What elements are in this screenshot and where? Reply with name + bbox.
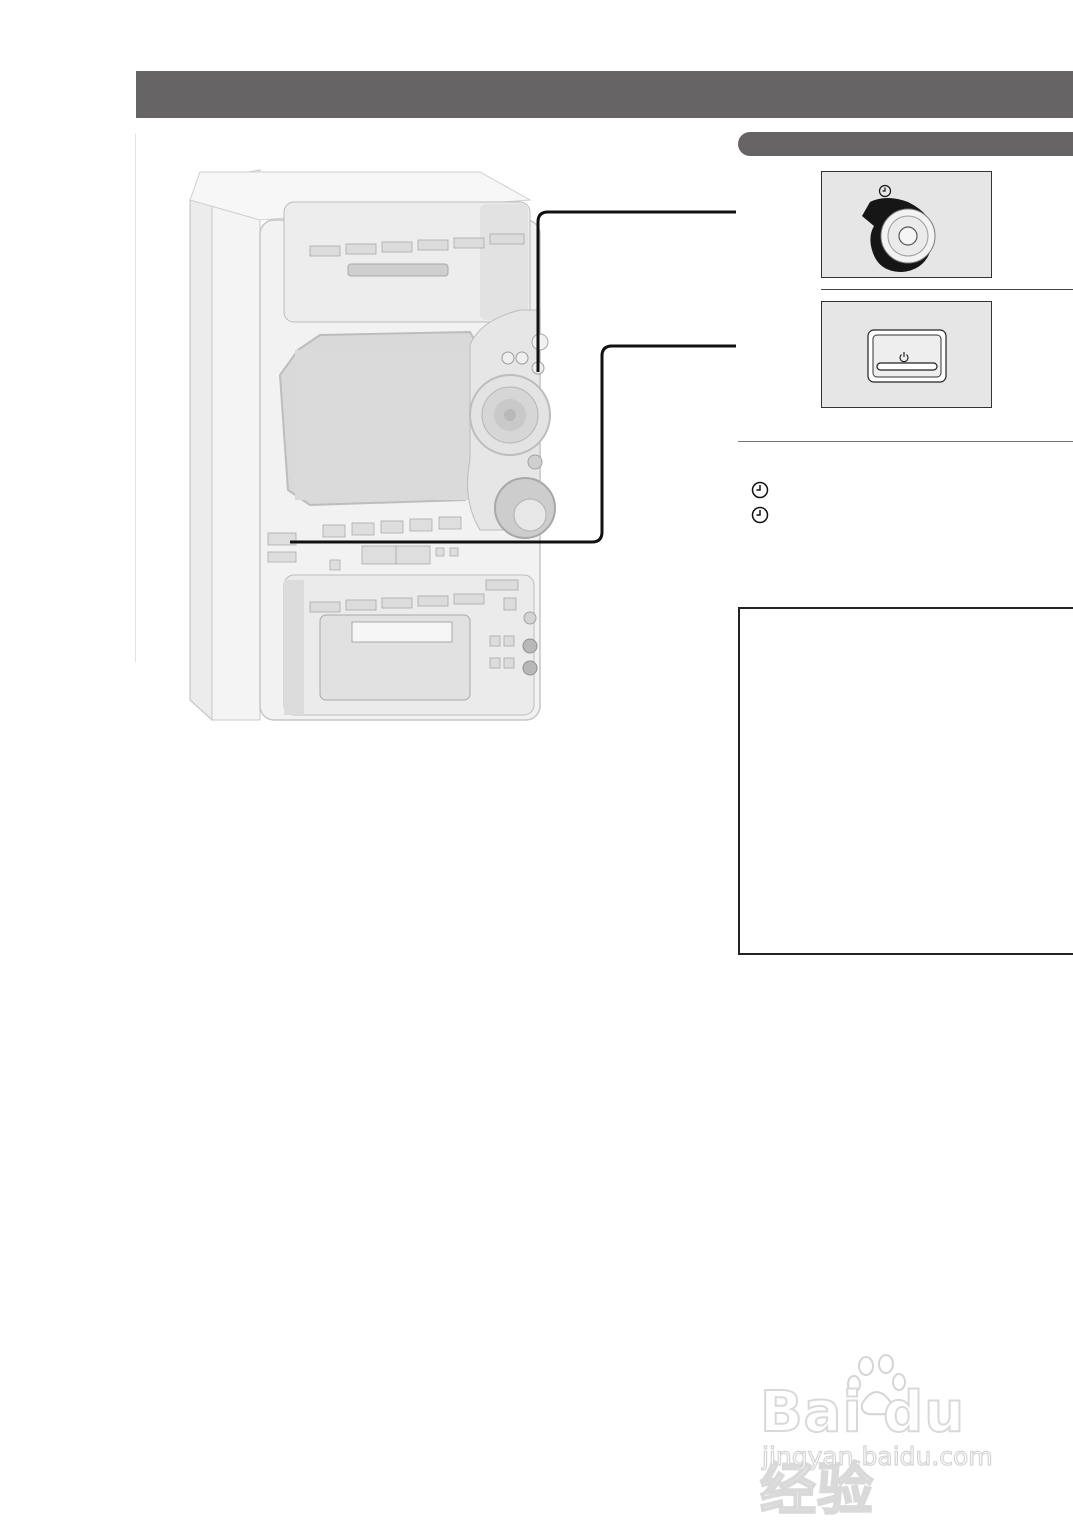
watermark-url: jingyan.baidu.com — [761, 1441, 993, 1471]
left-margin-rule — [135, 134, 136, 662]
note-box — [738, 607, 1073, 955]
timer-clock-icon — [878, 184, 892, 198]
list-divider — [738, 441, 1073, 442]
section-title-bar — [738, 132, 1073, 156]
knob-detail-panel — [821, 171, 992, 278]
watermark: Bai du 经验 jingyan.baidu.com — [759, 1352, 1020, 1524]
panel-divider — [821, 289, 1073, 290]
timer-clock-icon — [751, 506, 769, 524]
header-bar — [136, 71, 1073, 118]
power-button-detail-panel — [821, 301, 992, 408]
watermark-brand: Bai du 经验 — [759, 1379, 966, 1524]
timer-clock-icon — [751, 481, 769, 499]
stereo-system-illustration — [189, 169, 556, 722]
power-standby-icon — [899, 352, 909, 363]
callout-line-knob — [536, 210, 736, 372]
paw-icon — [847, 1354, 906, 1416]
